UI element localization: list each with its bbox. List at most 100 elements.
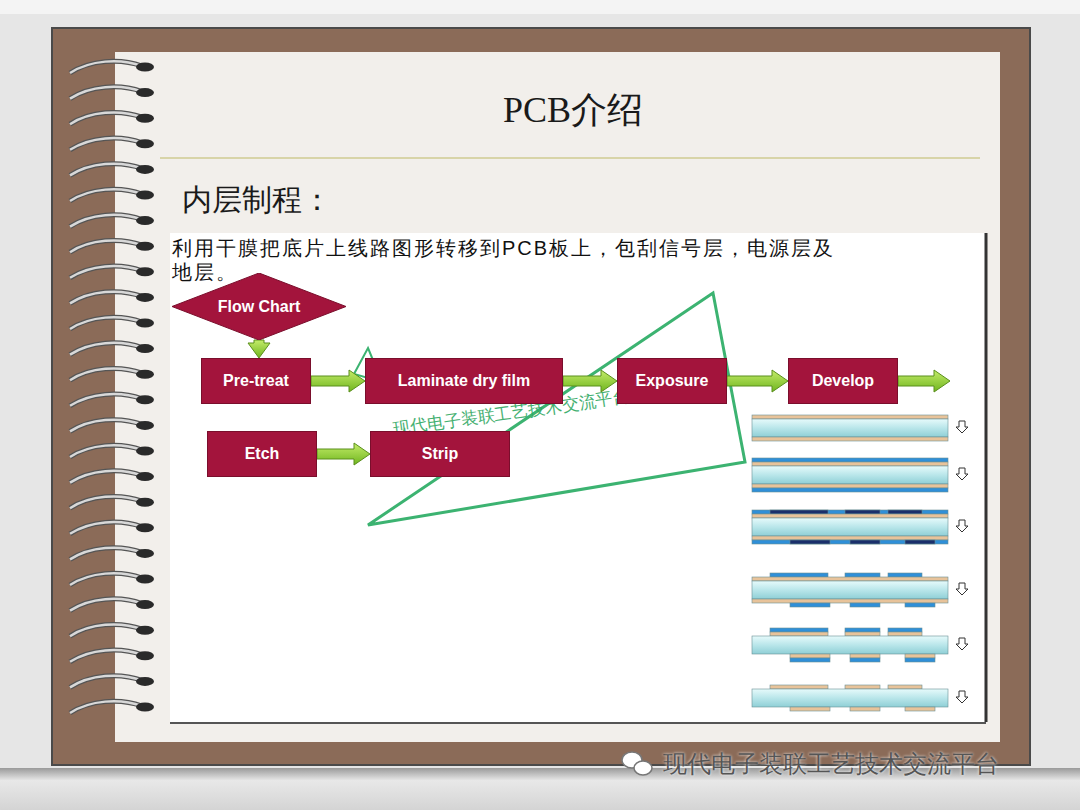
- process-box: Laminate dry film: [365, 358, 563, 404]
- ring-hole: [136, 600, 154, 609]
- ring-hole: [136, 216, 154, 225]
- ring-hole: [136, 395, 154, 404]
- ring-wire: [70, 496, 142, 508]
- ring-wire: [70, 624, 142, 636]
- section-heading: 内层制程：: [182, 180, 332, 221]
- panel-shadow: [985, 233, 988, 722]
- ring-wire: [70, 522, 142, 534]
- ring-wire: [70, 317, 142, 329]
- ring-hole: [136, 344, 154, 353]
- ring-wire: [70, 215, 142, 227]
- ring-wire: [70, 471, 142, 483]
- process-box: Exposure: [617, 358, 727, 404]
- ring-wire: [70, 420, 142, 432]
- watermark-shape: [368, 293, 745, 525]
- ring-hole: [136, 114, 154, 123]
- step-arrow: [956, 421, 968, 703]
- ring-wire: [70, 112, 142, 124]
- flow-arrow: [317, 443, 370, 465]
- ring-hole: [136, 498, 154, 507]
- ring-wire: [70, 87, 142, 99]
- ring-hole: [136, 472, 154, 481]
- ring-hole: [136, 549, 154, 558]
- ring-hole: [136, 267, 154, 276]
- ring-hole: [136, 523, 154, 532]
- ring-wire: [70, 368, 142, 380]
- ring-wire: [70, 189, 142, 201]
- ring-hole: [136, 421, 154, 430]
- ring-wire: [70, 445, 142, 457]
- panel-shadow: [170, 722, 986, 724]
- ring-hole: [136, 63, 154, 72]
- notebook-paper: [115, 52, 1000, 742]
- ring-wire: [70, 112, 142, 124]
- cross-section: [752, 685, 948, 711]
- ring-wire: [70, 676, 142, 688]
- ring-wire: [70, 87, 142, 99]
- ring-wire: [70, 266, 142, 278]
- ring-hole: [136, 370, 154, 379]
- ring-wire: [70, 61, 142, 73]
- ring-hole: [136, 88, 154, 97]
- ring-hole: [136, 626, 154, 635]
- ring-wire: [70, 573, 142, 585]
- ring-hole: [136, 703, 154, 712]
- ring-wire: [70, 164, 142, 176]
- slide-title: PCB介绍: [400, 86, 746, 135]
- process-box: Strip: [370, 431, 510, 477]
- node-label: Laminate dry film: [398, 372, 530, 390]
- ring-hole: [136, 319, 154, 328]
- ring-wire: [70, 343, 142, 355]
- ring-hole: [136, 165, 154, 174]
- cross-section: [752, 415, 948, 441]
- ring-wire: [70, 61, 142, 73]
- ring-wire: [70, 676, 142, 688]
- ring-wire: [70, 496, 142, 508]
- description-text: 利用干膜把底片上线路图形转移到PCB板上，包刮信号层，电源层及地层。: [172, 236, 852, 284]
- ring-wire: [70, 368, 142, 380]
- flow-arrow: [248, 340, 270, 358]
- ring-wire: [70, 599, 142, 611]
- ring-wire: [70, 573, 142, 585]
- ring-hole: [136, 242, 154, 251]
- ring-hole: [136, 139, 154, 148]
- ring-hole: [136, 293, 154, 302]
- flow-arrow: [727, 370, 788, 392]
- ring-wire: [70, 522, 142, 534]
- ring-wire: [70, 292, 142, 304]
- cross-section: [752, 573, 948, 607]
- node-label: Develop: [812, 372, 874, 390]
- node-label: Flow Chart: [218, 298, 301, 316]
- ring-wire: [70, 548, 142, 560]
- ring-wire: [70, 292, 142, 304]
- ring-wire: [70, 394, 142, 406]
- ring-wire: [70, 394, 142, 406]
- ring-wire: [70, 266, 142, 278]
- ring-wire: [70, 138, 142, 150]
- ring-hole: [136, 575, 154, 584]
- ring-wire: [70, 599, 142, 611]
- notebook-frame: [52, 28, 1030, 765]
- process-box: Develop: [788, 358, 898, 404]
- ring-wire: [70, 164, 142, 176]
- ring-wire: [70, 343, 142, 355]
- ring-wire: [70, 138, 142, 150]
- cross-section: [752, 628, 948, 662]
- node-label: Strip: [422, 445, 458, 463]
- ring-wire: [70, 624, 142, 636]
- ring-wire: [70, 189, 142, 201]
- process-box: Etch: [207, 431, 317, 477]
- ring-hole: [136, 447, 154, 456]
- wechat-icon: [622, 752, 652, 775]
- watermark: 现代电子装联工艺技术交流平台: [663, 748, 999, 780]
- cross-section: [752, 510, 948, 544]
- node-label: Exposure: [636, 372, 709, 390]
- flow-arrow: [898, 370, 950, 392]
- ring-hole: [136, 651, 154, 660]
- start-diamond: Flow Chart: [172, 273, 346, 340]
- node-label: Pre-treat: [223, 372, 289, 390]
- ring-wire: [70, 445, 142, 457]
- ring-hole: [136, 191, 154, 200]
- ring-wire: [70, 240, 142, 252]
- ring-wire: [70, 420, 142, 432]
